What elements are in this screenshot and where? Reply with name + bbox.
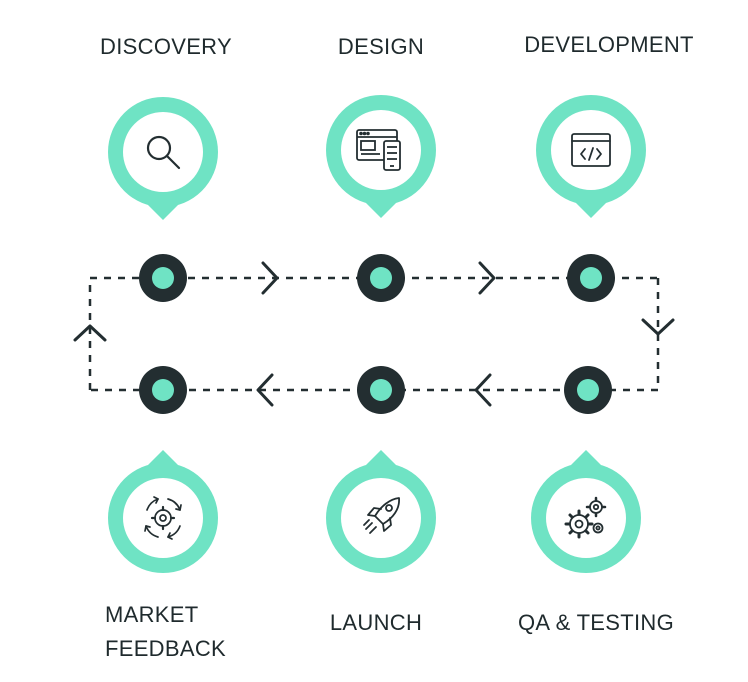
stage-label-qa-testing: QA & TESTING <box>517 610 675 635</box>
stage-label-discovery: DISCOVERY <box>100 34 232 59</box>
node-development <box>567 254 615 302</box>
node-launch <box>357 366 405 414</box>
code-window-icon <box>571 133 611 167</box>
arrow-left-icon <box>474 373 492 407</box>
arrow-down-icon <box>641 318 675 336</box>
stage-label-development: DEVELOPMENT <box>524 32 694 57</box>
browser-mobile-icon <box>356 129 401 171</box>
pin-market-feedback <box>108 450 218 573</box>
path-nodes <box>139 254 615 414</box>
arrow-right-icon <box>261 261 279 295</box>
node-design <box>357 254 405 302</box>
rocket-icon <box>363 497 400 534</box>
search-icon <box>146 135 181 170</box>
node-discovery <box>139 254 187 302</box>
pin-discovery <box>108 97 218 220</box>
pin-development <box>536 95 646 218</box>
node-qa-testing <box>564 366 612 414</box>
stage-label-design: DESIGN <box>337 34 425 59</box>
gears-icon <box>564 496 607 539</box>
stage-label-market-feedback-line1: MARKET <box>105 602 199 627</box>
stage-label-launch: LAUNCH <box>329 610 423 635</box>
arrow-right-icon <box>478 261 496 295</box>
pin-design <box>326 95 436 218</box>
pin-launch <box>326 450 436 573</box>
stage-label-market-feedback: MARKET FEEDBACK <box>105 598 226 666</box>
node-market-feedback <box>139 366 187 414</box>
pin-qa-testing <box>531 450 641 573</box>
arrow-left-icon <box>256 373 274 407</box>
stage-label-market-feedback-line2: FEEDBACK <box>105 636 226 661</box>
arrow-up-icon <box>73 324 107 342</box>
cycle-gear-icon <box>144 496 182 540</box>
